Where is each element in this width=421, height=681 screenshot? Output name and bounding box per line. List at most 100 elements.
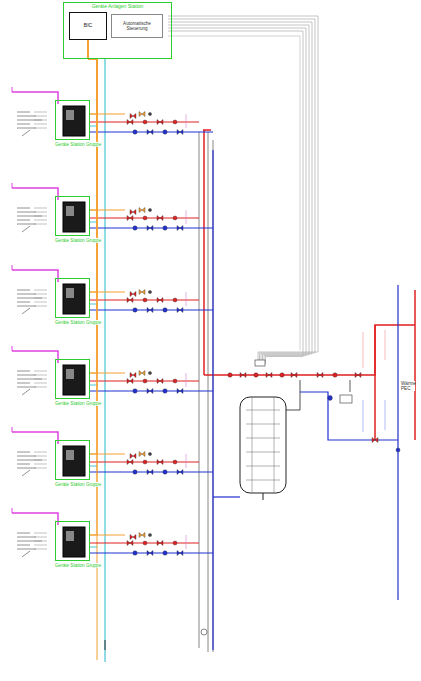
pipe-line — [186, 373, 187, 387]
pipe-line — [22, 226, 30, 232]
pipe-line — [168, 25, 309, 364]
pipe-line — [34, 302, 47, 303]
pipe-line — [34, 468, 47, 469]
control-panel: Geräte Anlagen StationBICAutomatische St… — [63, 2, 172, 59]
pump-symbol — [133, 470, 137, 474]
pipe-line — [17, 294, 36, 295]
pump-symbol — [163, 226, 167, 230]
pump-symbol — [143, 216, 147, 220]
valve-symbol — [177, 551, 183, 556]
station-label: Geräte Station Gruppe — [54, 238, 102, 243]
valve-symbol — [130, 373, 136, 378]
valve-symbol — [266, 373, 272, 378]
pipe-line — [34, 371, 47, 372]
valve-symbol — [177, 226, 183, 231]
valve-symbol — [177, 130, 183, 135]
pump-symbol — [173, 216, 177, 220]
pipe-line — [186, 454, 187, 468]
controller-box: Automatische Steuerung — [111, 14, 163, 38]
pump-symbol — [173, 379, 177, 383]
valve-symbol — [130, 454, 136, 459]
valve-symbol — [130, 292, 136, 297]
pipe-line — [213, 496, 240, 497]
pipe-line — [22, 130, 30, 136]
pipe-line — [17, 116, 36, 117]
station-label: Geräte Station Gruppe — [54, 401, 102, 406]
pipe-line — [12, 92, 58, 104]
pipe-line — [17, 375, 36, 376]
pipe-line — [12, 513, 58, 525]
pipe-line — [34, 533, 47, 534]
pipe-line — [186, 535, 187, 549]
pump-symbol — [133, 130, 137, 134]
pipe-line — [17, 464, 30, 465]
valve-symbol — [147, 308, 153, 313]
pump-symbol — [148, 452, 151, 455]
pipe-line — [246, 410, 280, 411]
pipe-line — [22, 308, 30, 314]
pump-symbol — [148, 112, 151, 115]
boiler-station-frame: Geräte Station Gruppe — [55, 359, 90, 399]
pipe-line — [212, 150, 213, 650]
valve-symbol — [317, 373, 323, 378]
pump-symbol — [173, 298, 177, 302]
pipe-line — [199, 132, 200, 648]
pipe-line — [34, 383, 47, 384]
boiler-panel — [66, 369, 74, 379]
pipe-line — [17, 112, 30, 113]
valve-symbol — [127, 216, 133, 221]
pump-symbol — [163, 551, 167, 555]
pipe-line — [385, 400, 386, 430]
pipe-line — [34, 375, 47, 376]
pipe-line — [186, 210, 187, 224]
station-label: Geräte Station Gruppe — [54, 482, 102, 487]
boiler-panel — [66, 206, 74, 216]
pump-symbol — [396, 448, 400, 452]
boiler-panel — [66, 110, 74, 120]
pump-symbol — [148, 290, 151, 293]
pump-symbol — [133, 226, 137, 230]
boiler-station-frame: Geräte Station Gruppe — [55, 100, 90, 140]
control-wire — [88, 40, 97, 292]
pump-symbol — [173, 460, 177, 464]
pipe-line — [168, 31, 303, 364]
valve-symbol — [147, 226, 153, 231]
pipe-line — [385, 330, 386, 360]
pipe-line — [363, 400, 364, 432]
pump-symbol — [133, 308, 137, 312]
pipe-line — [34, 549, 47, 550]
valve-symbol — [157, 379, 163, 384]
boiler-body — [63, 365, 85, 395]
pipe-line — [34, 224, 47, 225]
valve-symbol — [139, 112, 145, 117]
boiler-body — [63, 284, 85, 314]
pipe-line — [246, 480, 280, 481]
pipe-line — [34, 452, 47, 453]
boiler-panel — [66, 450, 74, 460]
pipe-line — [17, 371, 30, 372]
pipe-line — [34, 208, 47, 209]
pipe-line — [34, 460, 47, 461]
pipe-line — [374, 325, 376, 440]
valve-symbol — [139, 452, 145, 457]
pipe-line — [12, 432, 58, 444]
pipe-line — [17, 208, 30, 209]
pipe-line — [168, 19, 315, 364]
pipe-line — [90, 385, 97, 386]
valve-symbol — [147, 130, 153, 135]
drain-symbol — [201, 629, 207, 635]
boiler-body — [63, 202, 85, 232]
pump-symbol — [143, 541, 147, 545]
valve-symbol — [157, 120, 163, 125]
pipe-line — [22, 389, 30, 395]
valve-symbol — [372, 438, 378, 443]
boiler-panel — [66, 531, 74, 541]
valve-symbol — [177, 308, 183, 313]
valve-symbol — [177, 389, 183, 394]
valve-symbol — [139, 371, 145, 376]
pipe-line — [22, 551, 30, 557]
pump-symbol — [133, 389, 137, 393]
valve-symbol — [130, 210, 136, 215]
